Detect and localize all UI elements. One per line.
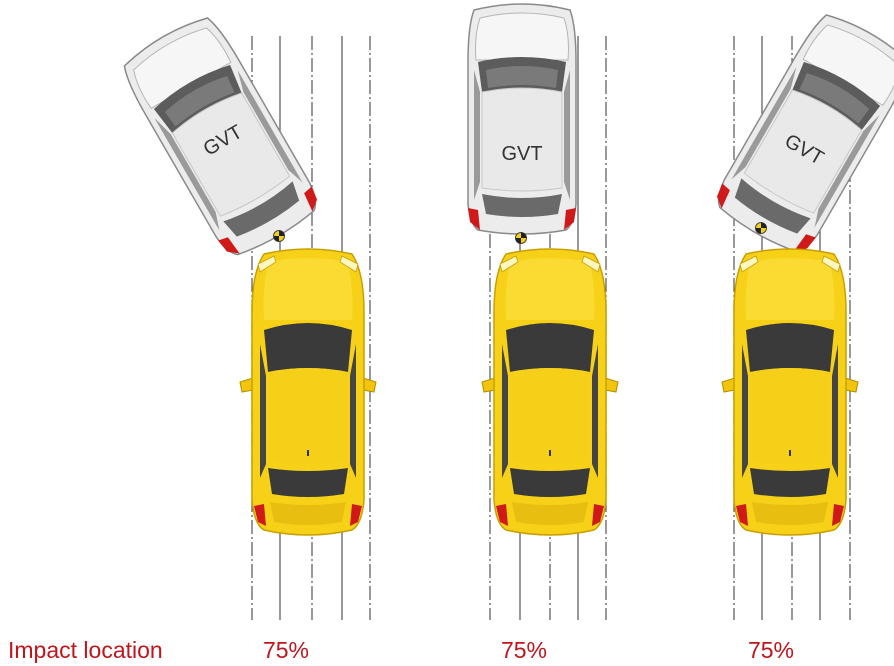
- target-vehicle: GVT: [116, 10, 325, 263]
- vehicle-under-test: [482, 249, 618, 535]
- scenario-1: GVT: [116, 10, 376, 620]
- target-vehicle-label: GVT: [501, 143, 542, 165]
- scenario-3: GVT: [709, 7, 894, 620]
- impact-percent-scenario-1: 75%: [263, 637, 309, 663]
- impact-percent-scenario-2: 75%: [501, 637, 547, 663]
- target-vehicle: GVT: [709, 7, 894, 260]
- impact-location-label: Impact location: [8, 637, 163, 663]
- impact-point-marker-icon: [756, 223, 767, 234]
- target-vehicle: GVT: [468, 4, 576, 234]
- impact-percent-scenario-3: 75%: [748, 637, 794, 663]
- impact-point-marker-icon: [516, 233, 527, 244]
- scenario-2: GVT: [468, 4, 618, 620]
- impact-point-marker-icon: [274, 231, 285, 242]
- vehicle-under-test: [240, 249, 376, 535]
- vehicle-under-test: [722, 249, 858, 535]
